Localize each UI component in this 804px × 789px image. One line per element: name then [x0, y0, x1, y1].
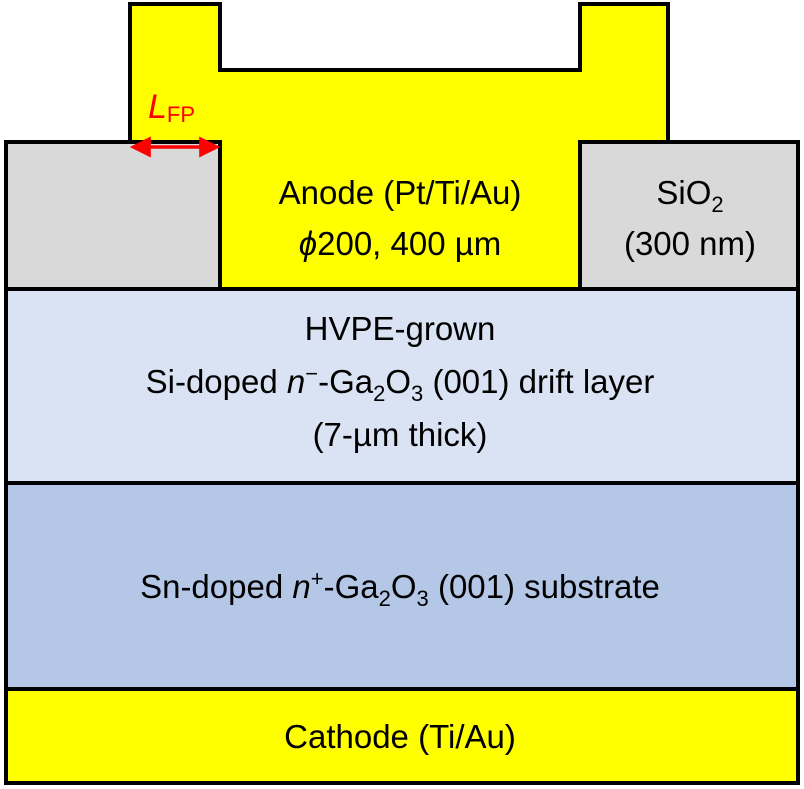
substrate-layer	[4, 481, 800, 691]
drift-label-line3: (7-µm thick)	[313, 416, 488, 453]
substrate-label: Sn-doped n+-Ga2O3 (001) substrate	[140, 566, 660, 611]
oxide-left	[4, 140, 222, 291]
drift-label-line1: HVPE-grown	[305, 310, 496, 347]
oxide-formula: SiO2	[656, 174, 723, 217]
anode-label-line1: Anode (Pt/Ti/Au)	[279, 174, 522, 211]
cathode-label: Cathode (Ti/Au)	[284, 718, 516, 755]
oxide-thickness: (300 nm)	[624, 225, 756, 262]
oxide-right	[578, 140, 800, 291]
lfp-label: LFP	[148, 88, 195, 127]
cathode-layer	[4, 687, 800, 785]
anode-label-line2: ϕ200, 400 µm	[299, 225, 502, 262]
drift-label-line2: Si-doped n−-Ga2O3 (001) drift layer	[146, 361, 655, 406]
